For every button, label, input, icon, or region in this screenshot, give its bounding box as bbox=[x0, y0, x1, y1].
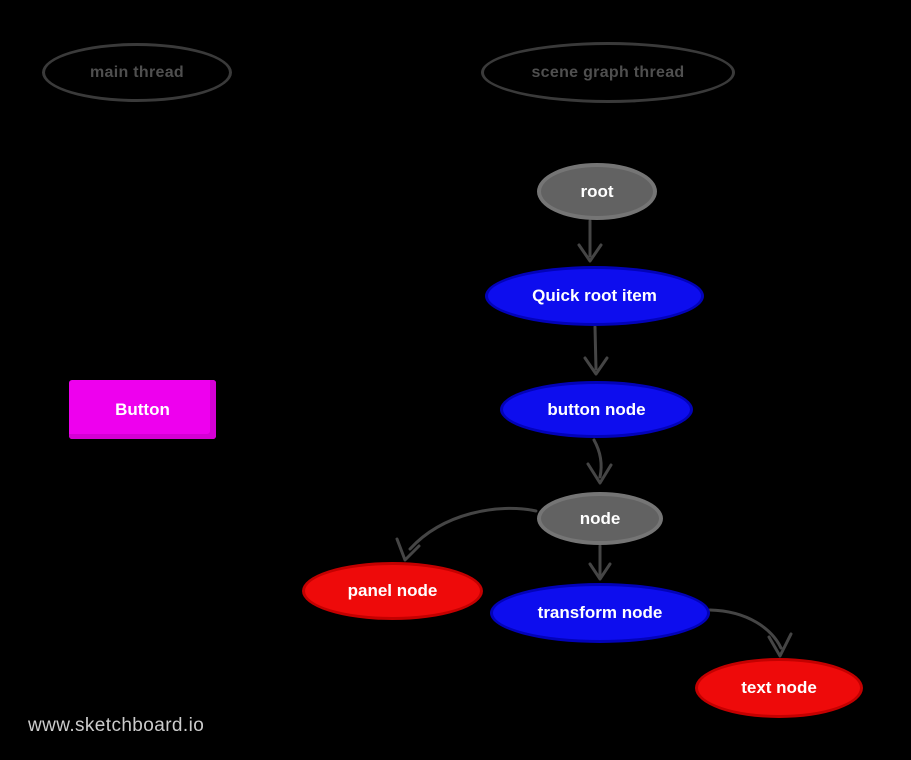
node-label: panel node bbox=[347, 581, 438, 600]
shape-button-rectangle[interactable]: Button bbox=[69, 380, 216, 439]
edge-node-to-panel-node[interactable] bbox=[395, 507, 538, 562]
edge-quick-root-item-to-button-node[interactable] bbox=[583, 325, 609, 376]
node-button-node[interactable]: button node bbox=[500, 381, 693, 438]
node-panel-node[interactable]: panel node bbox=[302, 562, 483, 620]
node-label: button node bbox=[547, 399, 646, 419]
lane-label-scene-graph-thread[interactable]: scene graph thread bbox=[481, 42, 735, 103]
edge-transform-node-to-text-node[interactable] bbox=[708, 608, 793, 658]
sketchboard-watermark: www.sketchboard.io bbox=[28, 715, 205, 736]
node-root[interactable]: root bbox=[537, 163, 657, 220]
edge-root-to-quick-root-item[interactable] bbox=[577, 219, 603, 263]
node-label: text node bbox=[741, 678, 817, 697]
node-label: Quick root item bbox=[532, 286, 657, 305]
lane-label-main-thread[interactable]: main thread bbox=[42, 43, 232, 102]
node-quick-root-item[interactable]: Quick root item bbox=[485, 266, 704, 326]
node-transform-node[interactable]: transform node bbox=[490, 583, 710, 643]
node-label: transform node bbox=[537, 603, 663, 622]
lane-label-text: scene graph thread bbox=[531, 63, 685, 81]
node-node[interactable]: node bbox=[537, 492, 663, 545]
node-text-node[interactable]: text node bbox=[695, 658, 863, 718]
edge-button-node-to-node[interactable] bbox=[586, 438, 613, 485]
node-label: node bbox=[579, 508, 621, 528]
node-label: root bbox=[580, 181, 614, 201]
shape-label: Button bbox=[115, 399, 170, 419]
edge-node-to-transform-node[interactable] bbox=[588, 544, 612, 581]
lane-label-text: main thread bbox=[90, 63, 184, 81]
